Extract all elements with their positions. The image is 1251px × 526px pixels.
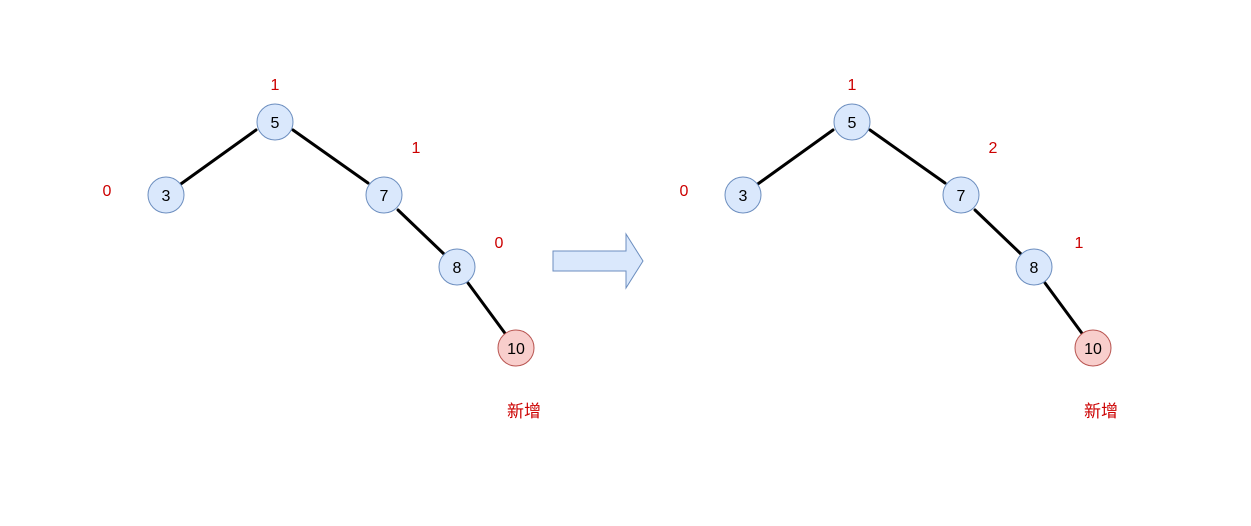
tree-before-edges xyxy=(176,128,509,338)
node-circle xyxy=(833,103,871,141)
tree-node: 3 xyxy=(147,176,185,214)
node-label: 8 xyxy=(453,260,462,277)
tree-node: 7 xyxy=(365,176,403,214)
balance-factor: 1 xyxy=(412,140,421,157)
node-label: 5 xyxy=(271,115,280,132)
node-circle xyxy=(1015,248,1053,286)
node-label: 7 xyxy=(957,188,966,205)
tree-node: 5 xyxy=(833,103,871,141)
node-label: 3 xyxy=(739,188,748,205)
node-circle xyxy=(147,176,185,214)
node-circle xyxy=(256,103,294,141)
balance-factor: 0 xyxy=(680,183,689,200)
node-label: 10 xyxy=(1084,341,1102,358)
node-circle xyxy=(1074,329,1112,367)
tree-node: 7 xyxy=(942,176,980,214)
balance-factor: 1 xyxy=(271,77,280,94)
balance-factor: 0 xyxy=(495,235,504,252)
right-arrow-icon xyxy=(552,232,644,290)
tree-node: 5 xyxy=(256,103,294,141)
tree-after-edges xyxy=(753,128,1086,338)
balance-factor: 1 xyxy=(848,77,857,94)
edge-5-3 xyxy=(176,128,258,188)
tree-before: 5 3 7 8 10 1 0 1 0 新增 xyxy=(103,77,541,422)
tree-node: 3 xyxy=(724,176,762,214)
node-circle xyxy=(438,248,476,286)
node-circle xyxy=(365,176,403,214)
node-label: 10 xyxy=(507,341,525,358)
tree-node-new: 10 xyxy=(1074,329,1112,367)
balance-factor: 1 xyxy=(1075,235,1084,252)
node-circle xyxy=(724,176,762,214)
tree-after: 5 3 7 8 10 1 0 2 1 新增 xyxy=(680,77,1118,422)
new-node-label: 新增 xyxy=(507,402,541,422)
node-circle xyxy=(942,176,980,214)
node-circle xyxy=(497,329,535,367)
edge-5-3 xyxy=(753,128,835,188)
balance-factor: 0 xyxy=(103,183,112,200)
balance-factor: 2 xyxy=(989,140,998,157)
node-label: 3 xyxy=(162,188,171,205)
new-node-label: 新增 xyxy=(1084,402,1118,422)
tree-node: 8 xyxy=(438,248,476,286)
node-label: 5 xyxy=(848,115,857,132)
edge-7-8 xyxy=(396,208,447,257)
edge-5-7 xyxy=(291,128,370,185)
tree-node: 8 xyxy=(1015,248,1053,286)
tree-node-new: 10 xyxy=(497,329,535,367)
edge-8-10 xyxy=(466,281,509,338)
edge-8-10 xyxy=(1043,281,1086,338)
node-label: 8 xyxy=(1030,260,1039,277)
node-label: 7 xyxy=(380,188,389,205)
edge-7-8 xyxy=(973,208,1024,257)
edge-5-7 xyxy=(868,128,947,185)
